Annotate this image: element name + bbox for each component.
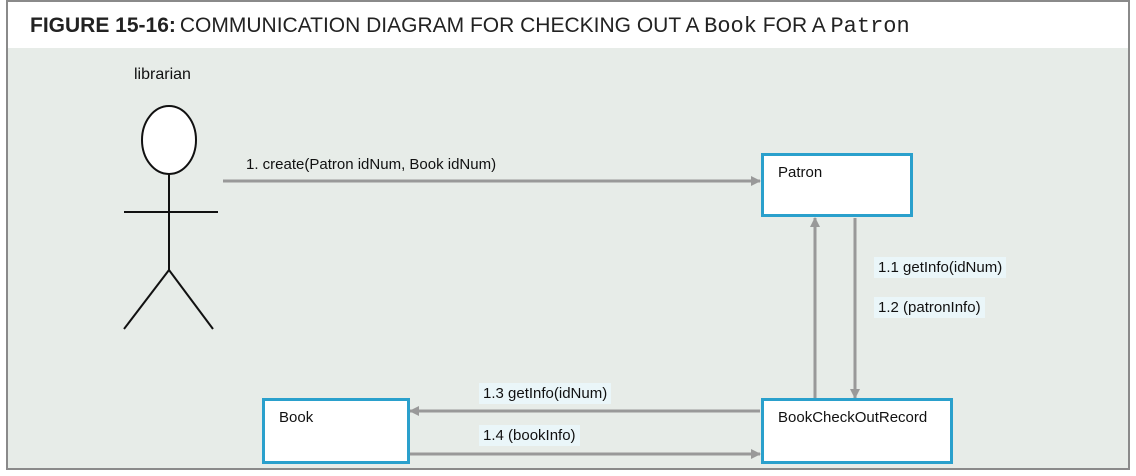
figure-title-bar	[6, 0, 1130, 48]
message-1-4-label: 1.4 (bookInfo)	[479, 425, 580, 446]
actor-figure	[123, 105, 218, 330]
object-book: Book	[262, 398, 410, 464]
figure-description-mid: FOR A	[756, 14, 831, 37]
message-1-3-label: 1.3 getInfo(idNum)	[479, 383, 612, 404]
figure-description: COMMUNICATION DIAGRAM FOR CHECKING OUT A	[179, 14, 705, 37]
figure-title: FIGURE 15-16:COMMUNICATION DIAGRAM FOR C…	[30, 14, 910, 39]
figure-class-book: Book	[704, 14, 757, 39]
actor-right-leg	[168, 269, 214, 330]
actor-head	[141, 105, 197, 175]
figure-class-patron: Patron	[830, 14, 910, 39]
object-patron-label: Patron	[778, 164, 823, 181]
actor-left-leg	[123, 269, 170, 330]
object-patron: Patron	[761, 153, 913, 217]
object-book-checkout-record: BookCheckOutRecord	[761, 398, 953, 464]
message-1-2-label: 1.2 (patronInfo)	[874, 297, 985, 318]
object-book-label: Book	[279, 409, 314, 426]
message-1-label: 1. create(Patron idNum, Book idNum)	[246, 156, 497, 173]
actor-label: librarian	[134, 66, 191, 83]
figure-number: FIGURE 15-16:	[30, 14, 176, 37]
object-record-label: BookCheckOutRecord	[778, 409, 928, 426]
message-1-1-label: 1.1 getInfo(idNum)	[874, 257, 1007, 278]
